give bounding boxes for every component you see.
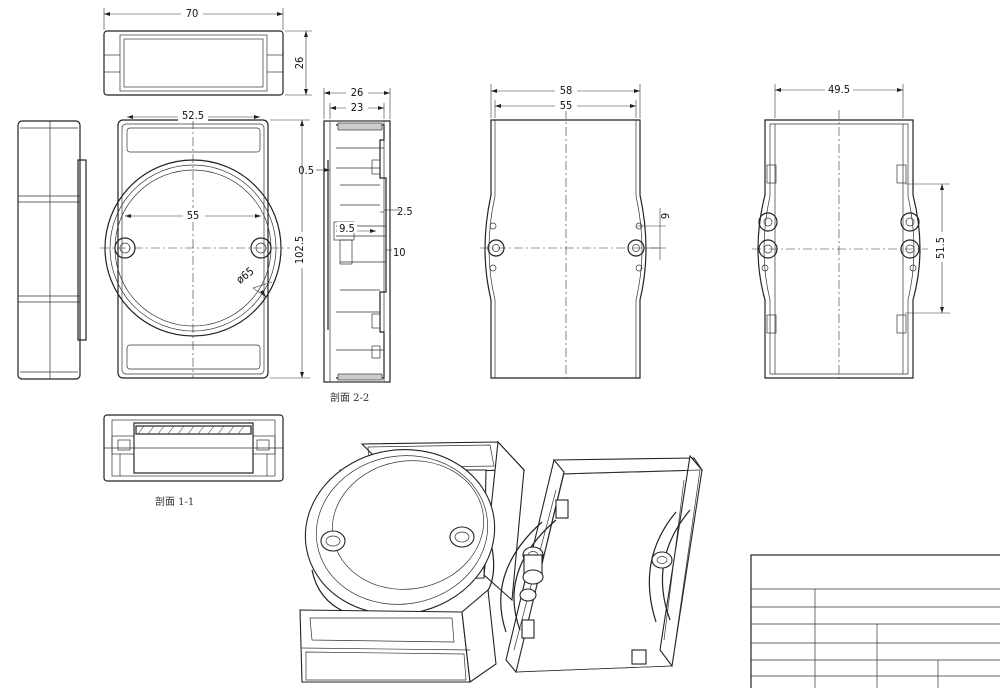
isometric-open-base (500, 454, 704, 674)
caption-section-1-1: 剖面 1-1 (155, 495, 194, 508)
title-block (750, 554, 1000, 688)
dim-front-inner-width: 52.5 (182, 109, 204, 122)
dim-back-width: 49.5 (828, 83, 850, 96)
dim-section-pocket: 9.5 (339, 222, 355, 235)
section-1-1: 剖面 1-1 (103, 414, 284, 508)
back-view: 49.5 51.5 (752, 83, 950, 382)
left-side-view (17, 120, 87, 380)
dim-top-height: 26 (293, 57, 306, 70)
front-view: 52.5 55 102.5 ø65 (100, 109, 310, 379)
dim-section-inner-width: 23 (351, 101, 364, 114)
dim-bottom-inner-width: 55 (560, 99, 573, 112)
isometric-enclosure (299, 440, 526, 683)
dim-bottom-outer-width: 58 (560, 84, 573, 97)
section-2-2: 26 23 0.5 2.5 9.5 10 剖面 2-2 (298, 86, 413, 404)
top-view: 70 26 (103, 7, 312, 96)
dim-front-hole-spacing: 55 (187, 209, 200, 222)
dim-circle-diameter: ø65 (234, 265, 257, 287)
caption-section-2-2: 剖面 2-2 (330, 391, 369, 404)
dim-section-outer-width: 26 (351, 86, 364, 99)
dim-section-step: 2.5 (397, 205, 413, 218)
dim-top-width: 70 (186, 7, 199, 20)
dim-back-hole-spacing: 51.5 (934, 237, 947, 259)
dim-bottom-hole-offset: 9 (659, 213, 672, 219)
dim-section-rail: 0.5 (298, 164, 314, 177)
dim-section-offset: 10 (393, 246, 406, 259)
bottom-view: 58 55 9 (480, 84, 672, 382)
dim-front-height: 102.5 (293, 236, 306, 264)
